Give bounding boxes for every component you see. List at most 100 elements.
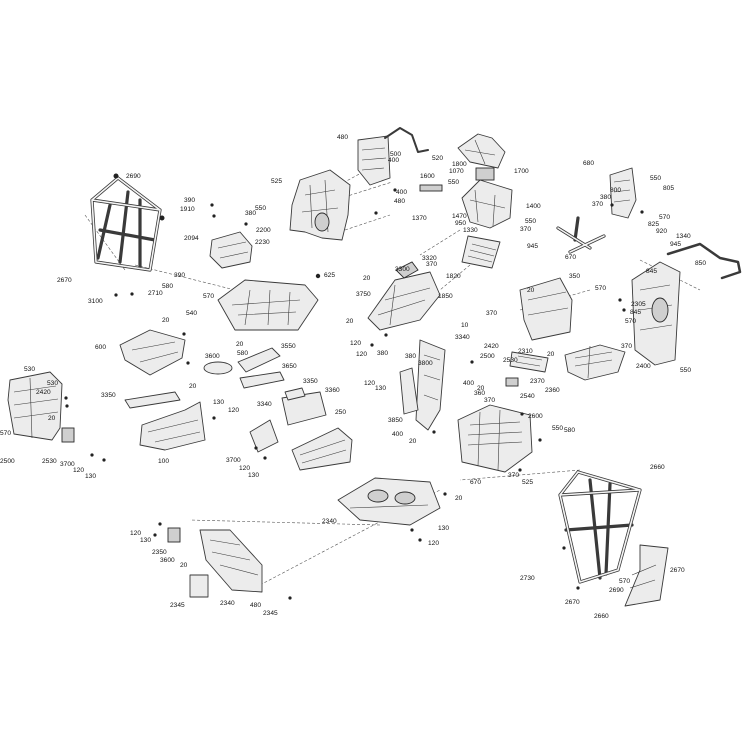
callout-label: 570 [203,293,214,300]
callout-label: 530 [47,380,58,387]
panel-800 [609,167,637,219]
callout-label: 1700 [514,168,529,175]
callout-label: 2340 [322,518,337,525]
callout-label: 20 [455,495,463,502]
callout-label: 20 [477,385,485,392]
callout-label: 530 [24,366,35,373]
callout-label: 845 [646,268,657,275]
callout-label: 580 [564,427,575,434]
callout-label: 130 [438,525,449,532]
callout-label: 2310 [518,348,533,355]
callout-label: 1820 [446,273,461,280]
callout-label: 3340 [455,334,470,341]
callout-label: 10 [461,322,469,329]
callout-label: 480 [394,198,405,205]
callout-label: 20 [363,275,371,282]
callout-label: 500 [390,151,401,158]
callout-label: 370 [508,472,519,479]
callout-label: 525 [522,479,533,486]
callout-label: 3340 [257,401,272,408]
tray-600 [217,279,319,331]
bar-2600 [505,351,549,387]
callout-label: 2530 [42,458,57,465]
callout-label: 350 [569,273,580,280]
callout-label: 1850 [438,293,453,300]
callout-label: 680 [583,160,594,167]
callout-label: 20 [48,415,56,422]
callout-label: 120 [228,407,239,414]
callout-label: 380 [245,210,256,217]
callout-label: 120 [350,340,361,347]
callout-label: 2360 [545,387,560,394]
callout-label: 2094 [184,235,199,242]
panel-500 [289,169,351,241]
callout-label: 945 [527,243,538,250]
callout-label: 2200 [256,227,271,234]
callout-label: 130 [375,385,386,392]
callout-label: 370 [484,397,495,404]
callout-label: 570 [625,318,636,325]
callout-label: 1070 [449,168,464,175]
callout-label: 920 [656,228,667,235]
callout-label: 130 [213,399,224,406]
tunnel-10 [367,261,441,331]
callout-label: 3360 [325,387,340,394]
callout-label: 400 [388,157,399,164]
panel-350 [519,277,573,341]
callout-label: 2420 [36,389,51,396]
callout-label: 805 [663,185,674,192]
callout-label: 370 [592,201,603,208]
callout-label: 20 [236,341,244,348]
callout-label: 130 [140,537,151,544]
callout-label: 2500 [480,353,495,360]
trim-3600 [203,347,285,389]
callout-label: 3600 [160,557,175,564]
callout-label: 1400 [526,203,541,210]
callout-label: 400 [392,431,403,438]
rollcage-front-2650 [90,173,165,272]
callout-label: 1600 [420,173,435,180]
bracket-1300 [357,127,429,186]
callout-label: 2690 [126,173,141,180]
callout-label: 3100 [88,298,103,305]
callout-label: 845 [630,309,641,316]
callout-label: 800 [610,187,621,194]
callout-label: 550 [680,367,691,374]
callout-label: 600 [95,344,106,351]
callout-label: 950 [455,220,466,227]
grille-2300 [461,235,501,269]
callout-label: 570 [619,578,630,585]
panel-250 [291,427,353,471]
callout-label: 1800 [452,161,467,168]
callout-labels: 480 500 400 520 1700 1800 1070 550 1600 … [0,134,706,620]
callout-label: 3850 [388,417,403,424]
callout-label: 550 [448,179,459,186]
callout-label: 400 [396,189,407,196]
callout-label: 20 [189,383,197,390]
callout-label: 2370 [530,378,545,385]
callout-label: 1910 [180,206,195,213]
callout-label: 120 [428,540,439,547]
callout-label: 100 [158,458,169,465]
callout-label: 520 [432,155,443,162]
callout-label: 3700 [60,461,75,468]
rail-100 [124,391,206,451]
rollcage-rear-2660 [558,470,669,607]
callout-label: 550 [525,218,536,225]
callout-label: 580 [237,350,248,357]
callout-label: 3600 [205,353,220,360]
callout-label: 120 [356,351,367,358]
callout-label: 2305 [631,301,646,308]
callout-label: 380 [405,353,416,360]
callout-label: 3700 [226,457,241,464]
callout-label: 120 [73,467,84,474]
callout-label: 2530 [503,357,518,364]
callout-label: 670 [565,254,576,261]
callout-label: 370 [621,343,632,350]
callout-label: 3800 [418,360,433,367]
callout-label: 570 [659,214,670,221]
fasteners [64,188,644,600]
callout-label: 480 [337,134,348,141]
crossbar-680 [556,216,606,254]
callout-label: 370 [520,226,531,233]
